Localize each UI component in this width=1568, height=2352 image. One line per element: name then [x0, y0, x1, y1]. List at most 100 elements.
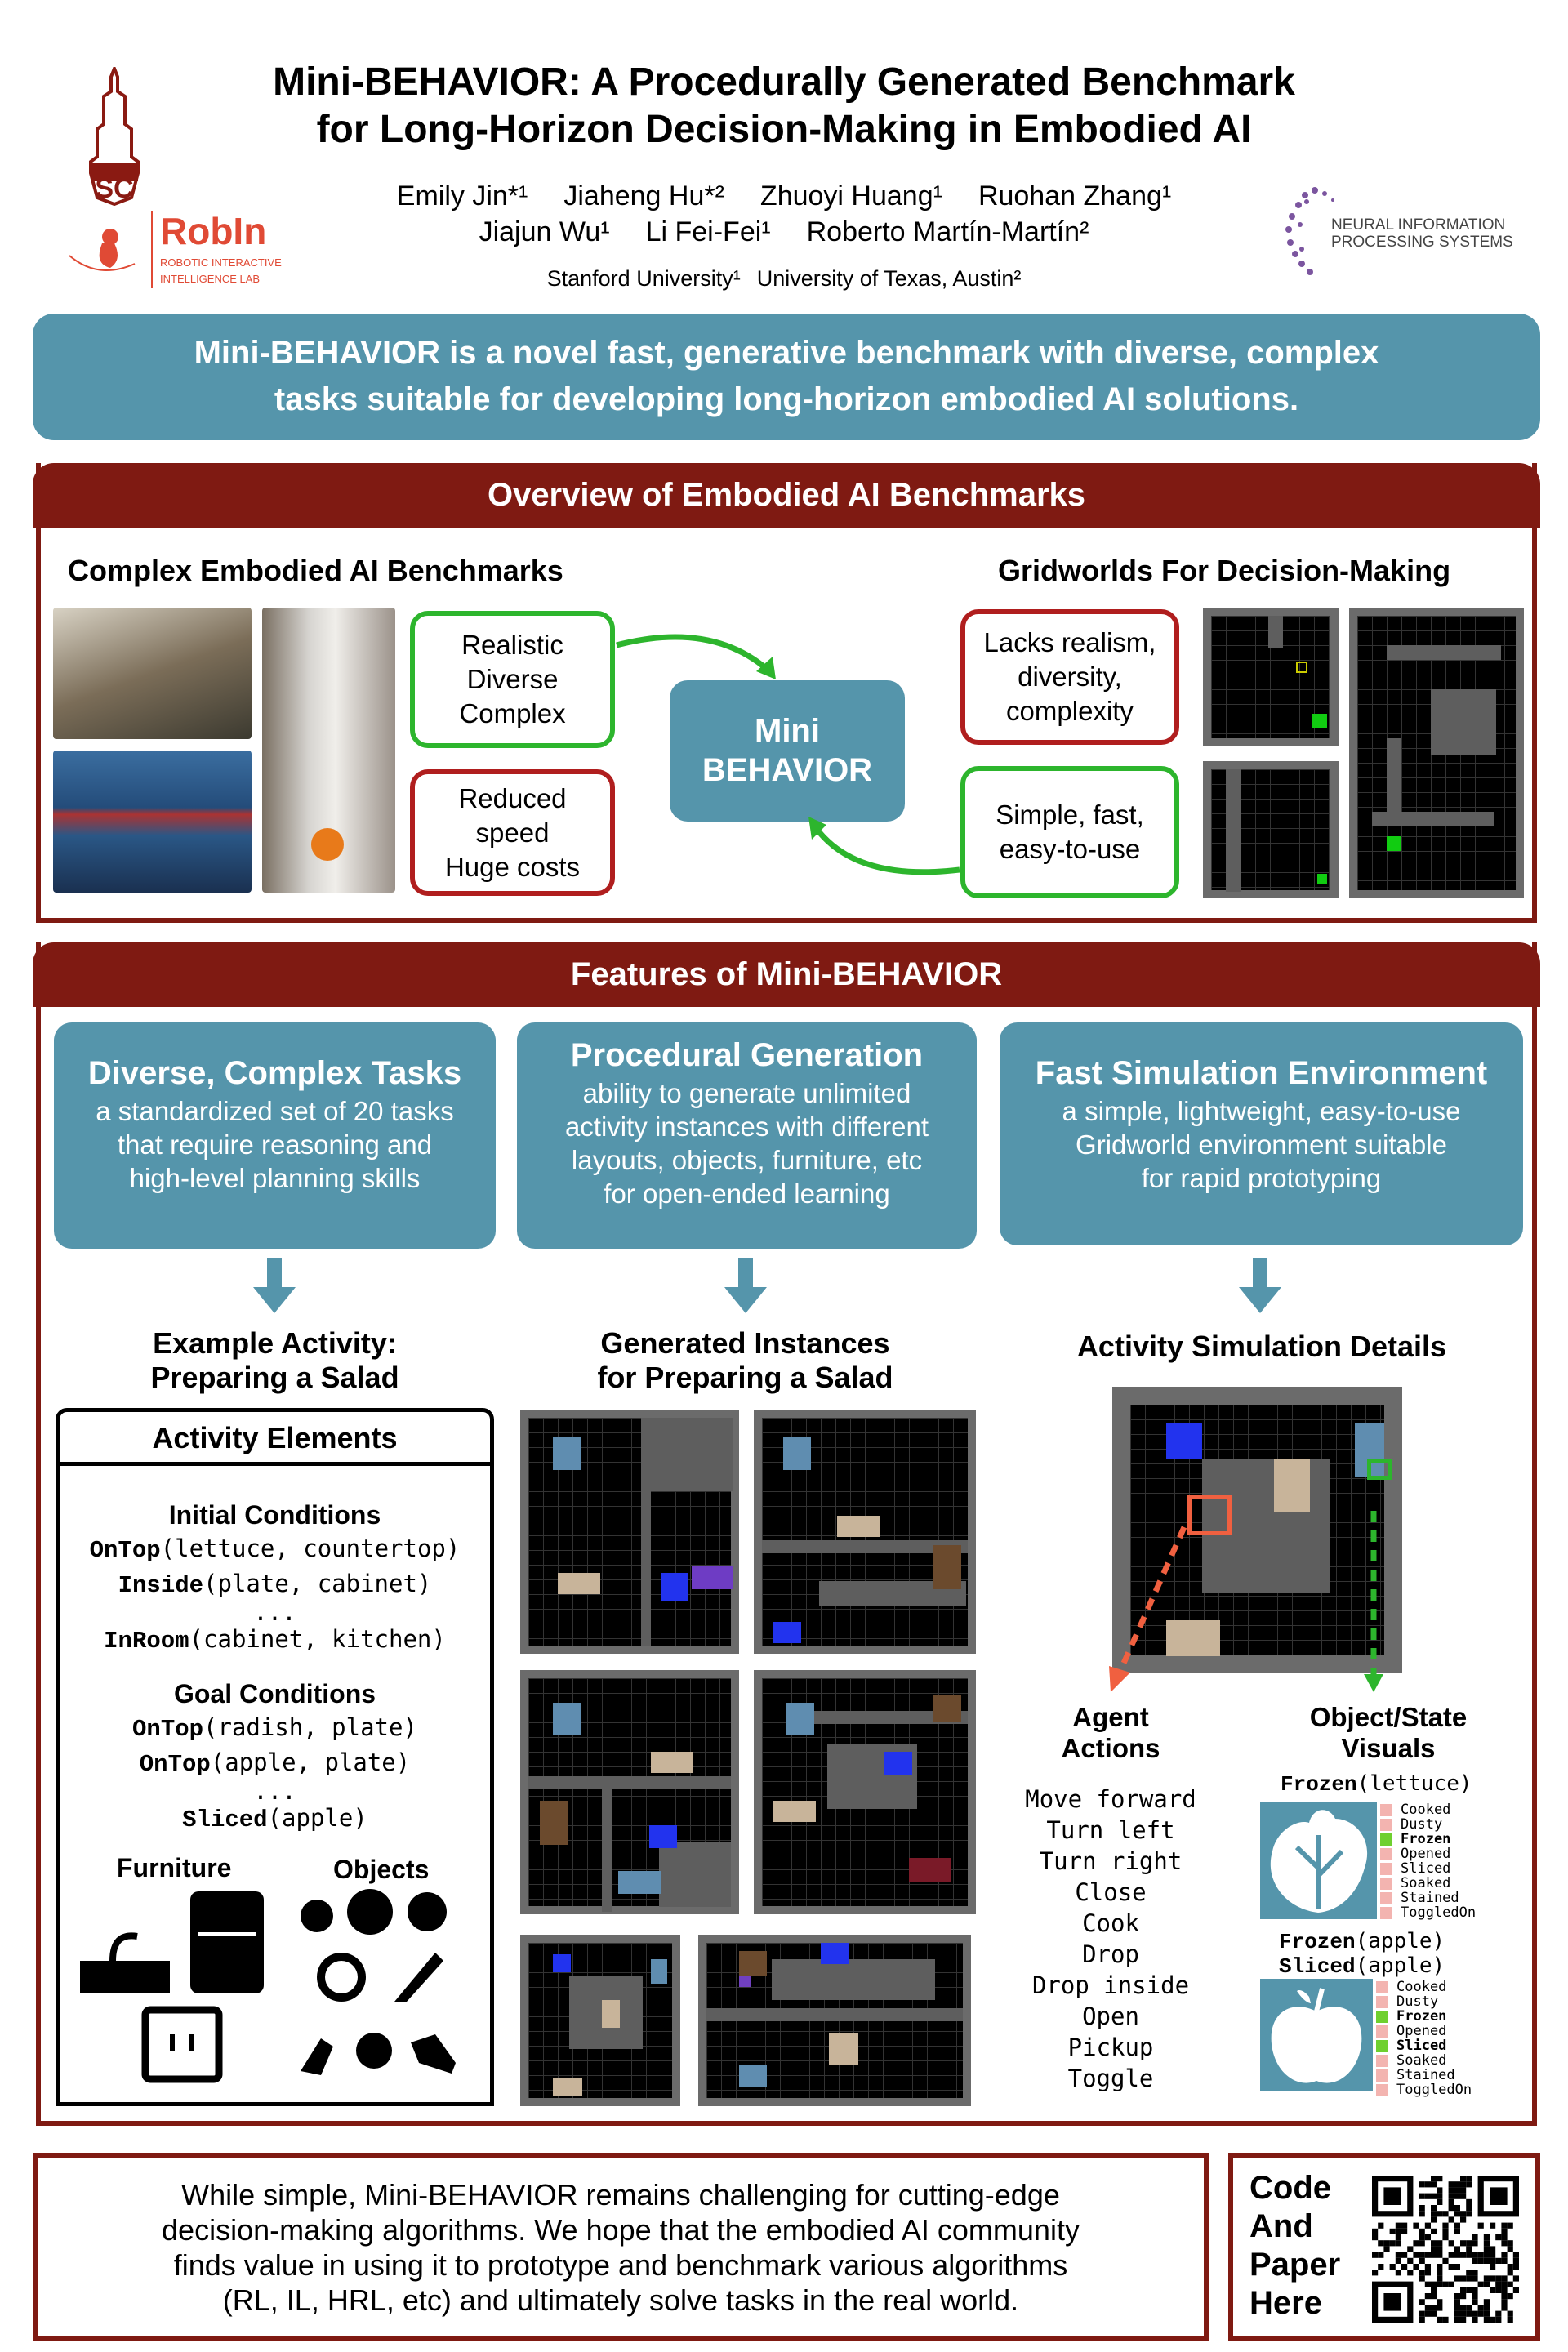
activity-elements-title: Activity Elements — [60, 1412, 490, 1466]
state-row: Frozen — [1380, 1832, 1476, 1846]
simulation-title: Activity Simulation Details — [1076, 1330, 1447, 1363]
robin-logo: RobIn ROBOTIC INTERACTIVE INTELLIGENCE L… — [65, 210, 310, 292]
state-row: Sliced — [1380, 1861, 1476, 1876]
state-label: Soaked — [1396, 2052, 1447, 2069]
state-indicator — [1380, 1803, 1392, 1816]
agent-marker — [1187, 1494, 1232, 1535]
gridworlds-title: Gridworlds For Decision-Making — [998, 554, 1451, 587]
benchmark-photo-office-sim — [53, 751, 252, 893]
state-label: Dusty — [1401, 1816, 1443, 1833]
furniture-icons — [80, 1891, 264, 2083]
benchmark-photo-cluttered-room — [53, 608, 252, 739]
state-row: Frozen — [1376, 2009, 1472, 2024]
cons-gridworlds: Lacks realism,diversity,complexity — [960, 609, 1179, 745]
strawberry-icon — [356, 2033, 392, 2069]
overview-section — [36, 463, 1537, 923]
down-arrow-icon — [1239, 1258, 1281, 1313]
conclusion-box: While simple, Mini-BEHAVIOR remains chal… — [33, 2153, 1209, 2341]
state-indicator — [1380, 1862, 1392, 1875]
state-label: Stained — [1396, 2067, 1455, 2083]
state-label: Opened — [1396, 2023, 1447, 2039]
example-activity-title: Example Activity:Preparing a Salad — [150, 1326, 399, 1394]
benchmark-photo-robot-arm — [262, 608, 395, 893]
state-row: ToggledOn — [1380, 1905, 1476, 1920]
shoe-icon — [411, 2034, 456, 2074]
state-row: Dusty — [1380, 1817, 1476, 1832]
gridworld-example-3 — [1349, 608, 1524, 898]
state-indicator — [1376, 2054, 1388, 2067]
simulation-gridworld — [1112, 1387, 1402, 1673]
activity-elements-box: Activity Elements Initial Conditions OnT… — [56, 1408, 494, 2106]
object-icons — [301, 1889, 456, 2075]
state-indicator — [1380, 1818, 1392, 1831]
furniture-label: Furniture — [117, 1853, 232, 1882]
poster-title: Mini-BEHAVIOR: A Procedurally Generated … — [273, 60, 1295, 151]
generated-instance-3 — [520, 1670, 739, 1914]
state-indicator — [1376, 2025, 1388, 2038]
lettuce-icon — [1260, 1802, 1377, 1919]
state-label: Opened — [1401, 1846, 1451, 1862]
stanford-logo: SC — [78, 64, 151, 207]
down-arrow-icon — [253, 1258, 296, 1313]
state-indicator — [1376, 2069, 1388, 2082]
state-indicator — [1380, 1891, 1392, 1904]
tomato-icon — [347, 1889, 393, 1935]
down-arrow-icon — [724, 1258, 767, 1313]
gridworld-example-2 — [1203, 761, 1339, 898]
state-row: Opened — [1380, 1846, 1476, 1861]
state-label: Frozen — [1396, 2008, 1447, 2025]
generated-instance-4 — [754, 1670, 976, 1914]
summary-banner: Mini-BEHAVIOR is a novel fast, generativ… — [33, 314, 1540, 440]
state-indicator — [1380, 1906, 1392, 1919]
overview-header: Overview of Embodied AI Benchmarks — [33, 463, 1540, 528]
state-indicator — [1380, 1833, 1392, 1846]
state-label: Dusty — [1396, 1993, 1439, 2010]
features-section — [36, 942, 1537, 2126]
state-label: Cooked — [1396, 1979, 1447, 1995]
state-label: ToggledOn — [1401, 1904, 1477, 1921]
state-row: Soaked — [1380, 1876, 1476, 1891]
broom-icon — [301, 2038, 333, 2075]
simulation-arrows — [1109, 1511, 1383, 1692]
state-row: ToggledOn — [1376, 2082, 1472, 2097]
neurips-logo: NEURAL INFORMATION PROCESSING SYSTEMS — [1282, 184, 1527, 282]
state-indicator — [1380, 1877, 1392, 1890]
state-label: Frozen — [1401, 1831, 1451, 1847]
state-row: Stained — [1380, 1891, 1476, 1905]
apple-state-label: Frozen(apple) Sliced(apple) — [1279, 1929, 1446, 1979]
state-indicator — [1380, 1847, 1392, 1860]
state-label: Soaked — [1401, 1875, 1451, 1891]
pros-gridworlds: Simple, fast,easy-to-use — [960, 766, 1179, 898]
lettuce-state-label: Frozen(lettuce) — [1281, 1771, 1472, 1797]
state-row: Dusty — [1376, 1994, 1472, 2009]
svg-text:SC: SC — [95, 173, 133, 204]
gridworld-example-1 — [1203, 608, 1339, 746]
state-label: ToggledOn — [1396, 2082, 1472, 2098]
generated-instance-6 — [698, 1935, 971, 2106]
state-row: Sliced — [1376, 2038, 1472, 2053]
generated-instance-5 — [520, 1935, 680, 2106]
state-row: Soaked — [1376, 2053, 1472, 2068]
features-header: Features of Mini-BEHAVIOR — [33, 942, 1540, 1007]
fridge-icon — [190, 1891, 264, 1993]
qr-code[interactable] — [1372, 2176, 1519, 2323]
radish-icon — [301, 1900, 333, 1932]
complex-benchmarks-title: Complex Embodied AI Benchmarks — [68, 554, 564, 587]
state-row: Cooked — [1380, 1802, 1476, 1817]
state-label: Stained — [1401, 1890, 1459, 1906]
lettuce-icon — [408, 1892, 447, 1931]
state-indicator — [1376, 1980, 1388, 1993]
